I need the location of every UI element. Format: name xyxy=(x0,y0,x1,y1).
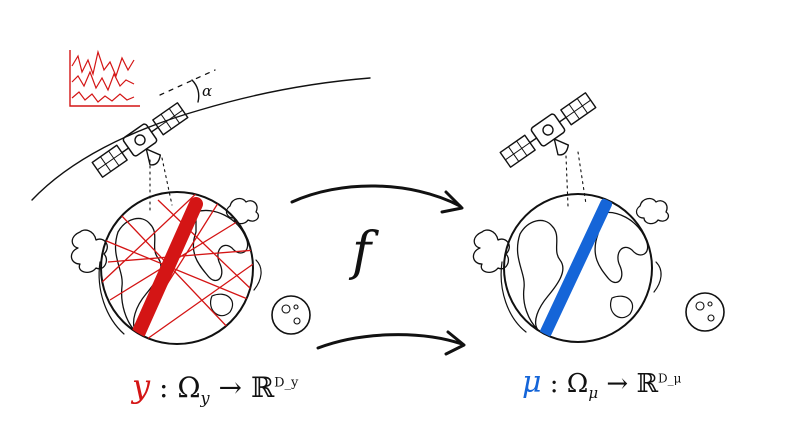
satellite-icon xyxy=(91,102,189,178)
input-domain-subscript: y xyxy=(200,388,210,408)
input-domain: Ω xyxy=(177,371,201,404)
moon-icon xyxy=(685,292,725,332)
input-dimension: D_y xyxy=(274,375,299,391)
observation-swath xyxy=(131,197,203,341)
predicted-swath xyxy=(540,198,612,338)
orbit-track xyxy=(31,77,371,201)
angle-arc xyxy=(191,79,200,103)
mapping-symbol: f xyxy=(352,222,372,282)
cloud-icon xyxy=(70,229,108,274)
time-series-icon xyxy=(69,49,140,107)
output-field-label: μ : Ωμ → ℝD_μ xyxy=(522,368,681,401)
angle-label: α xyxy=(202,82,213,100)
output-codomain: ℝ xyxy=(636,369,659,399)
moon-icon xyxy=(271,295,311,335)
sensor-beam xyxy=(149,157,173,211)
label-separator: : xyxy=(541,369,567,399)
mapping-arrow-bottom xyxy=(316,330,466,356)
label-separator: : xyxy=(150,371,178,404)
mapping-arrow-top xyxy=(290,184,464,214)
output-domain: Ω xyxy=(566,369,589,399)
earth-icon xyxy=(500,193,662,343)
input-field-label: y : Ωy → ℝD_y xyxy=(132,370,298,407)
input-codomain: ℝ xyxy=(250,371,275,404)
cloud-icon xyxy=(635,197,670,225)
output-variable: μ xyxy=(522,365,542,400)
cloud-icon xyxy=(225,197,260,225)
output-dimension: D_μ xyxy=(658,371,682,386)
sensor-beam xyxy=(565,151,587,207)
label-arrow: → xyxy=(598,369,637,399)
earth-icon xyxy=(98,191,262,345)
orbit-track-dashed xyxy=(159,69,216,96)
output-domain-subscript: μ xyxy=(588,384,599,403)
satellite-icon xyxy=(499,92,597,168)
cloud-icon xyxy=(472,229,510,274)
label-arrow: → xyxy=(209,371,251,404)
input-variable: y xyxy=(132,367,151,405)
